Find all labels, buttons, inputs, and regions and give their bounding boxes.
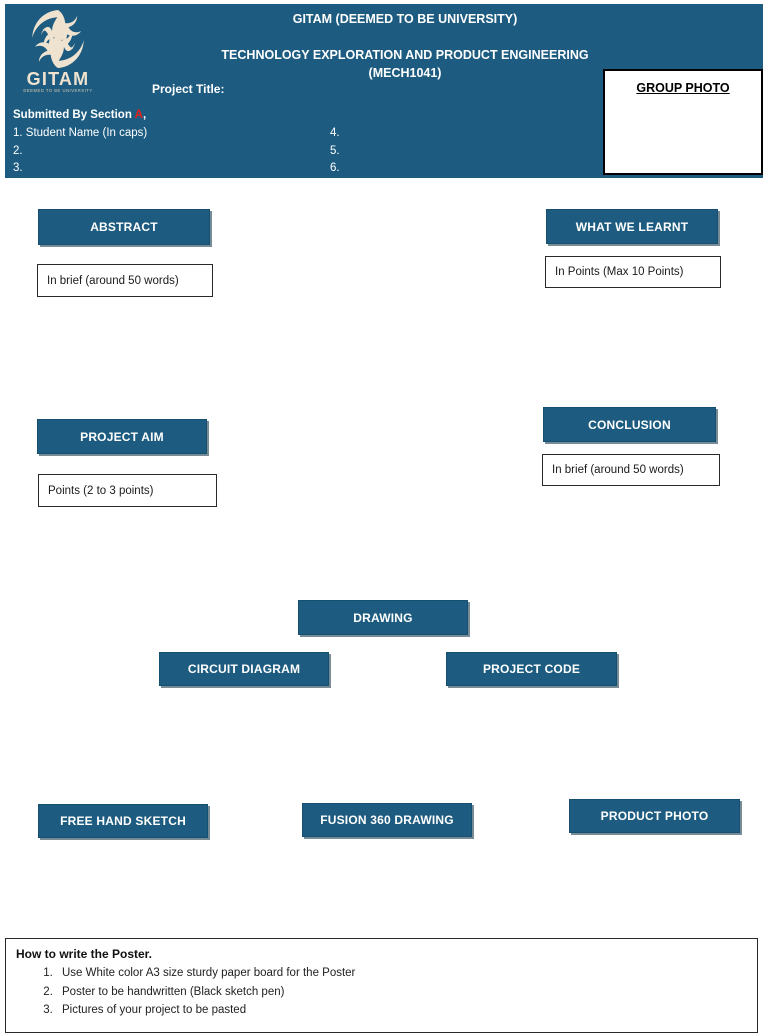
university-name: GITAM (DEEMED TO BE UNIVERSITY) [292, 12, 518, 26]
course-name: TECHNOLOGY EXPLORATION AND PRODUCT ENGIN… [105, 46, 705, 82]
instructions-panel: How to write the Poster. Use White color… [5, 938, 758, 1033]
list-item: 3. [13, 162, 23, 174]
section-heading-what-we-learnt: WHAT WE LEARNT [546, 209, 718, 244]
submitted-by-suffix: , [142, 109, 147, 121]
section-heading-drawing: DRAWING [298, 600, 468, 635]
instructions-list: Use White color A3 size sturdy paper boa… [16, 964, 747, 1020]
section-heading-circuit-diagram: CIRCUIT DIAGRAM [159, 652, 329, 686]
list-item: 5. [330, 144, 340, 157]
list-item: 6. [330, 162, 340, 174]
group-photo-label: GROUP PHOTO [636, 81, 730, 95]
student-list-right: 4. 5. 6. [330, 125, 630, 178]
gitam-logo: GITAM DEEMED TO BE UNIVERSITY [18, 6, 98, 98]
note-what-we-learnt: In Points (Max 10 Points) [545, 256, 721, 288]
list-item: Poster to be handwritten (Black sketch p… [56, 983, 747, 1002]
group-photo-placeholder: GROUP PHOTO [603, 69, 763, 175]
poster-header-band: GITAM DEEMED TO BE UNIVERSITY GITAM (DEE… [5, 4, 763, 178]
section-heading-free-hand-sketch: FREE HAND SKETCH [38, 804, 208, 838]
note-abstract: In brief (around 50 words) [37, 264, 213, 297]
list-item: Use White color A3 size sturdy paper boa… [56, 964, 747, 983]
section-heading-project-aim: PROJECT AIM [37, 419, 207, 454]
gitam-swirl-logo-icon [32, 9, 84, 69]
section-heading-abstract: ABSTRACT [38, 209, 210, 245]
logo-wordmark: GITAM [26, 69, 90, 89]
list-item: 1. Student Name (In caps) [13, 127, 148, 139]
student-list-left: 1. Student Name (In caps) 2. 3. [13, 125, 313, 178]
course-code-line: (MECH1041) [368, 66, 442, 80]
instructions-title: How to write the Poster. [16, 947, 153, 961]
section-letter: A [134, 109, 143, 121]
section-heading-conclusion: CONCLUSION [543, 407, 716, 442]
section-heading-fusion-360-drawing: FUSION 360 DRAWING [302, 803, 472, 837]
list-item: Pictures of your project to be pasted [56, 1001, 747, 1020]
project-title-label: Project Title: [152, 82, 225, 96]
section-heading-product-photo: PRODUCT PHOTO [569, 799, 740, 833]
note-conclusion: In brief (around 50 words) [542, 454, 720, 486]
list-item: 2. [13, 144, 23, 157]
course-name-line1: TECHNOLOGY EXPLORATION AND PRODUCT ENGIN… [221, 48, 589, 62]
note-project-aim: Points (2 to 3 points) [38, 474, 217, 507]
list-item: 4. [330, 127, 340, 139]
logo-tagline: DEEMED TO BE UNIVERSITY [23, 88, 93, 93]
section-heading-project-code: PROJECT CODE [446, 652, 617, 686]
submitted-by-label: Submitted By Section A, [13, 109, 146, 121]
submitted-by-prefix: Submitted By Section [13, 109, 135, 121]
